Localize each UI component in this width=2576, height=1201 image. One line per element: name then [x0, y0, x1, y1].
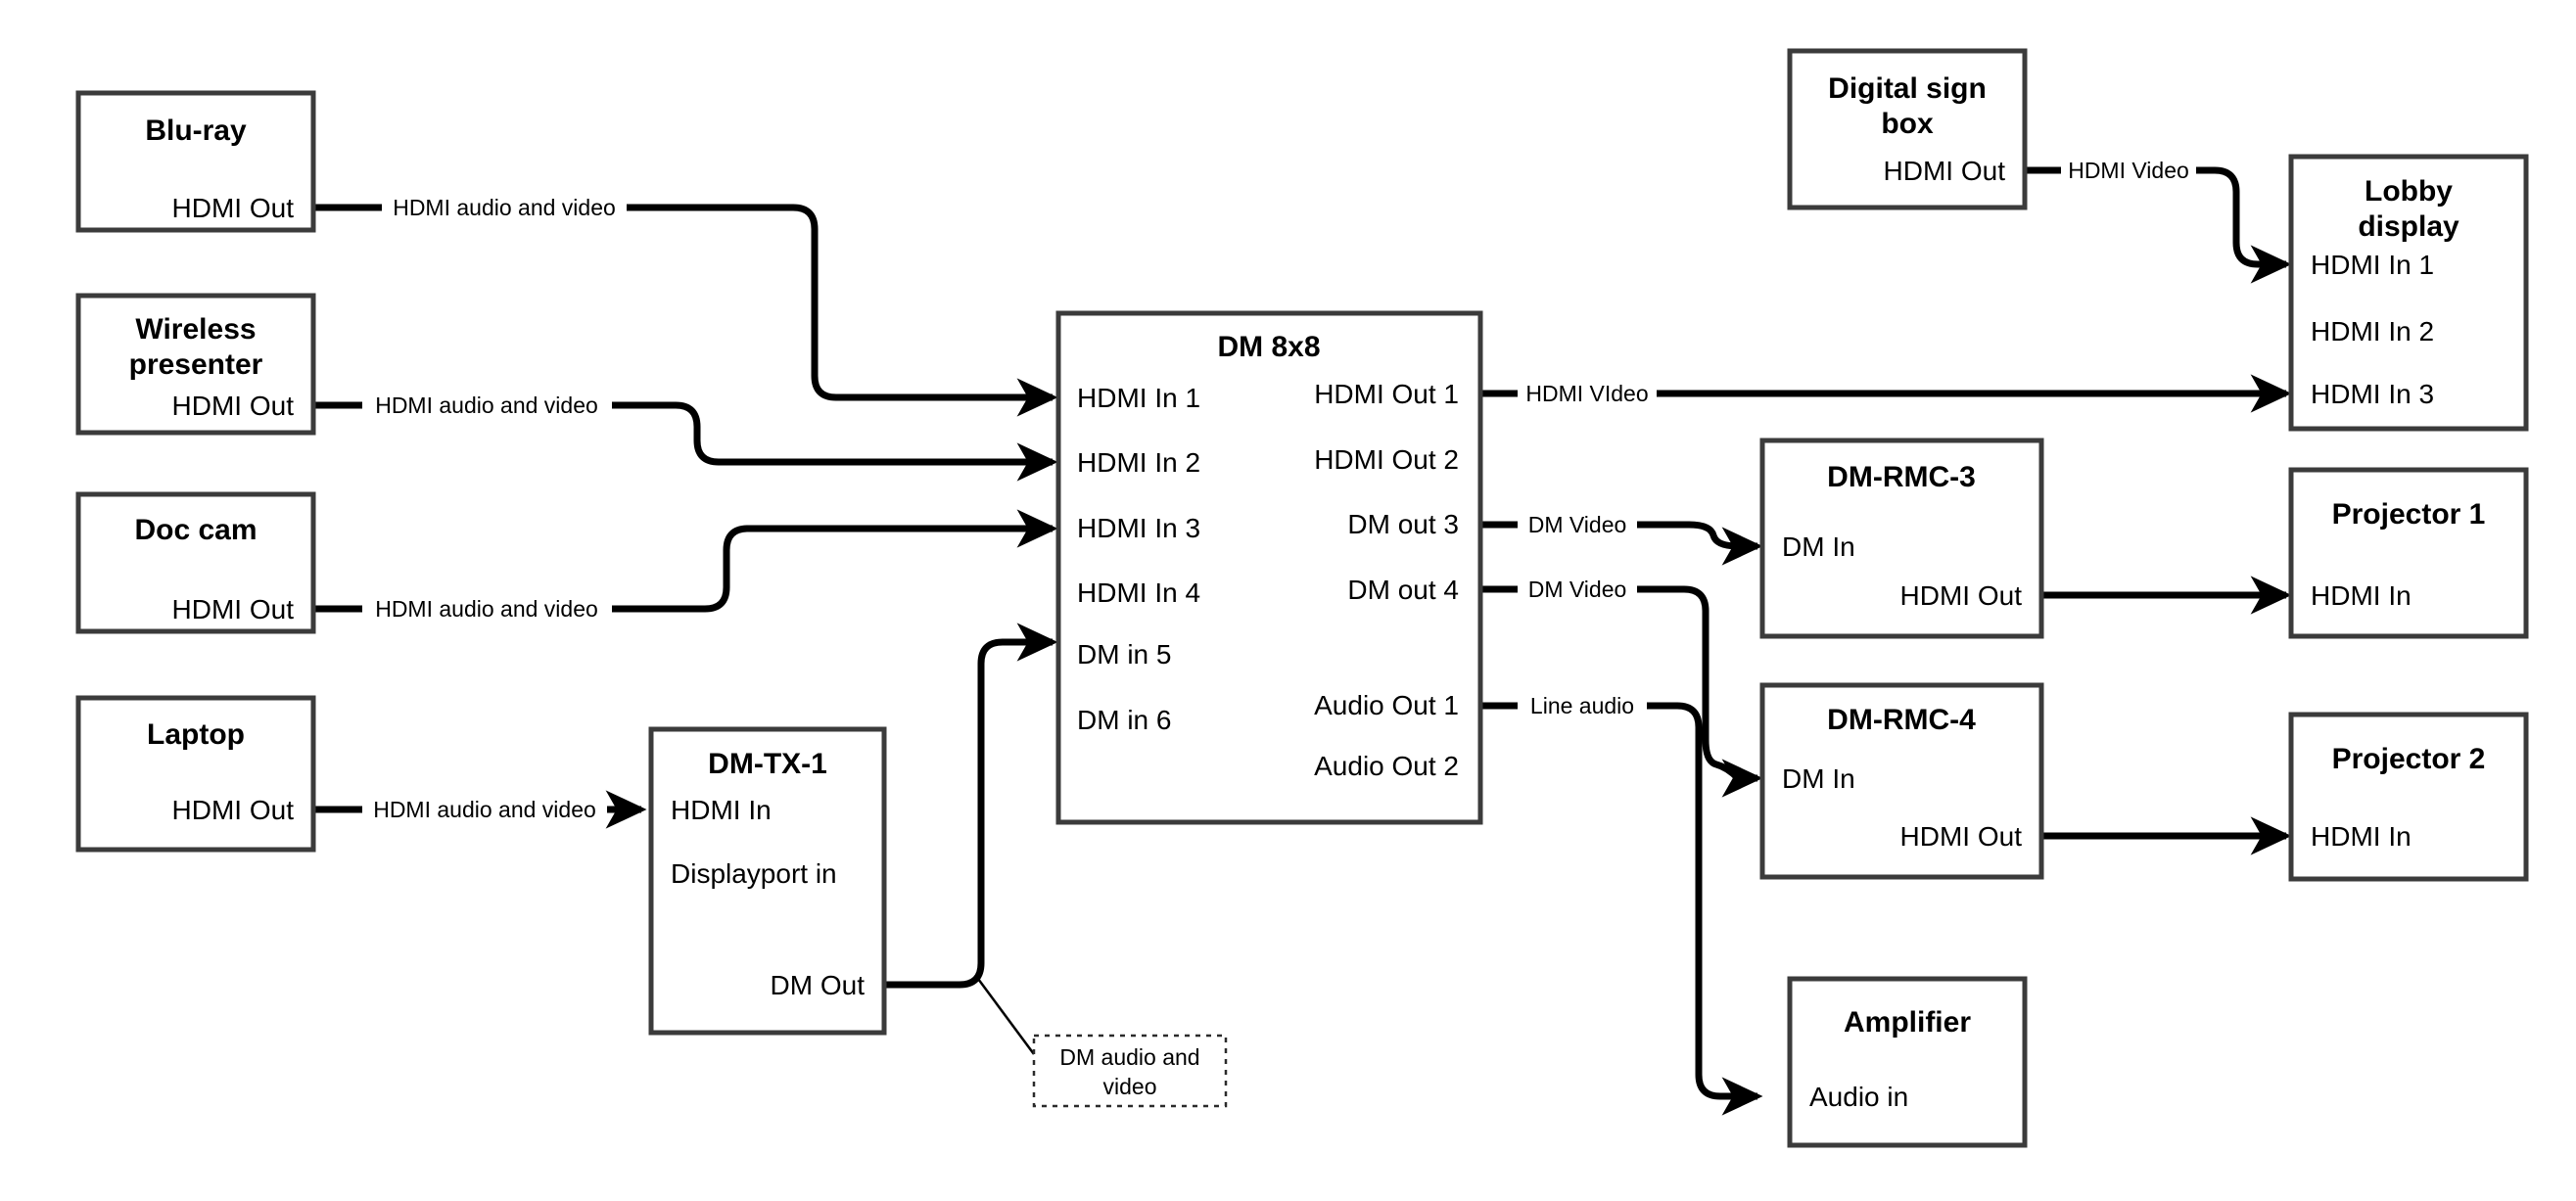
label-laptop-to-dmtx1: HDMI audio and video: [373, 797, 596, 822]
wire-dm8x8-dmout4-to-rmc4: [1480, 585, 1757, 778]
device-box-projector-1[interactable]: [2288, 467, 2529, 639]
label-doccam-to-dm8x8: HDMI audio and video: [375, 596, 598, 622]
dm-tx-1-port-displayport-in: Displayport in: [671, 858, 837, 889]
device-box-lobby-display[interactable]: [2288, 154, 2529, 432]
device-box-bluray[interactable]: [75, 90, 316, 233]
bluray-port-hdmi-out: HDMI Out: [172, 193, 295, 223]
projector-1-title: Projector 1: [2332, 498, 2486, 531]
projector-1-port-hdmi-in: HDMI In: [2311, 580, 2412, 611]
wire-bluray-to-dm8x8: [313, 204, 1053, 397]
dm-8x8-title: DM 8x8: [1217, 331, 1320, 363]
wireless-presenter-title-line1: Wireless: [135, 313, 256, 346]
projector-2-port-hdmi-in: HDMI In: [2311, 821, 2412, 852]
dm-rmc-4-title: DM-RMC-4: [1827, 704, 1976, 736]
device-box-wireless-presenter[interactable]: [75, 293, 316, 436]
wire-doccam-to-dm8x8: [313, 529, 1053, 613]
dm-8x8-output-3: DM out 3: [1347, 509, 1459, 539]
label-dm8x8-dmout4-to-rmc4: DM Video: [1528, 577, 1627, 602]
wire-note-leader: [976, 978, 1036, 1055]
projector-2-title: Projector 2: [2332, 743, 2486, 775]
label-bluray-to-dm8x8: HDMI audio and video: [393, 195, 616, 220]
dm-8x8-output-5: Audio Out 1: [1314, 690, 1459, 720]
device-box-amplifier[interactable]: [1787, 976, 2028, 1148]
wire-dm8x8-dmout3-to-rmc3: [1480, 525, 1757, 546]
label-dm8x8-hdmiout1-to-lobby: HDMI VIdeo: [1525, 381, 1648, 406]
bluray-title: Blu-ray: [145, 115, 247, 147]
dm-tx-1-title: DM-TX-1: [708, 748, 827, 780]
wire-sign-to-lobby: [2025, 166, 2286, 264]
doc-cam-title: Doc cam: [134, 514, 257, 546]
digital-sign-title-line2: box: [1881, 108, 1934, 140]
device-box-digital-sign[interactable]: [1787, 48, 2028, 210]
dm-8x8-input-6: DM in 6: [1077, 705, 1171, 735]
dm-8x8-output-6: Audio Out 2: [1314, 751, 1459, 781]
label-wireless-to-dm8x8: HDMI audio and video: [375, 393, 598, 418]
laptop-title: Laptop: [147, 718, 245, 751]
wireless-presenter-title-line2: presenter: [129, 348, 263, 381]
note-dm-audio-video-line2: video: [1103, 1074, 1157, 1099]
note-box-dm-audio-video: [1032, 1034, 1228, 1108]
dm-8x8-output-4: DM out 4: [1347, 575, 1459, 605]
device-box-doc-cam[interactable]: [75, 491, 316, 634]
note-dm-audio-video-line1: DM audio and: [1059, 1044, 1199, 1070]
doc-cam-port-hdmi-out: HDMI Out: [172, 594, 295, 624]
dm-tx-1-port-dm-out: DM Out: [771, 970, 866, 1000]
amplifier-port-audio-in: Audio in: [1809, 1082, 1908, 1112]
dm-rmc-3-title: DM-RMC-3: [1827, 461, 1976, 493]
lobby-display-port-hdmi-in-2: HDMI In 2: [2311, 316, 2434, 346]
amplifier-title: Amplifier: [1844, 1006, 1971, 1039]
lobby-display-title-line2: display: [2358, 210, 2459, 243]
device-box-projector-2[interactable]: [2288, 712, 2529, 882]
digital-sign-title-line1: Digital sign: [1828, 72, 1987, 105]
dm-8x8-input-4: HDMI In 4: [1077, 577, 1200, 608]
dm-rmc-4-port-dm-in: DM In: [1782, 763, 1855, 794]
wireless-presenter-port-hdmi-out: HDMI Out: [172, 391, 295, 421]
label-dm8x8-audioout1-to-amp: Line audio: [1530, 693, 1634, 718]
dm-8x8-input-2: HDMI In 2: [1077, 447, 1200, 478]
dm-rmc-3-port-hdmi-out: HDMI Out: [1900, 580, 2023, 611]
lobby-display-port-hdmi-in-3: HDMI In 3: [2311, 379, 2434, 409]
device-box-laptop[interactable]: [75, 695, 316, 853]
dm-rmc-4-port-hdmi-out: HDMI Out: [1900, 821, 2023, 852]
wire-dmtx1-to-dm8x8: [884, 623, 1058, 989]
digital-sign-port-hdmi-out: HDMI Out: [1884, 156, 2006, 186]
dm-8x8-input-5: DM in 5: [1077, 639, 1171, 670]
device-box-dm-8x8[interactable]: [1055, 310, 1483, 825]
dm-rmc-3-port-dm-in: DM In: [1782, 531, 1855, 562]
dm-8x8-input-1: HDMI In 1: [1077, 383, 1200, 413]
dm-8x8-output-2: HDMI Out 2: [1314, 444, 1459, 475]
label-dm8x8-dmout3-to-rmc3: DM Video: [1528, 512, 1627, 537]
device-box-dm-tx-1[interactable]: [648, 726, 887, 1036]
dm-8x8-input-3: HDMI In 3: [1077, 513, 1200, 543]
laptop-port-hdmi-out: HDMI Out: [172, 795, 295, 825]
device-box-dm-rmc-3[interactable]: [1759, 438, 2044, 639]
dm-tx-1-port-hdmi-in: HDMI In: [671, 795, 772, 825]
wire-dm8x8-audioout1-to-amp: [1480, 702, 1757, 1096]
lobby-display-port-hdmi-in-1: HDMI In 1: [2311, 250, 2434, 280]
lobby-display-title-line1: Lobby: [2365, 175, 2453, 208]
wire-wireless-to-dm8x8: [313, 401, 1053, 462]
label-sign-to-lobby: HDMI Video: [2068, 158, 2189, 183]
dm-8x8-output-1: HDMI Out 1: [1314, 379, 1459, 409]
device-box-dm-rmc-4[interactable]: [1759, 682, 2044, 880]
